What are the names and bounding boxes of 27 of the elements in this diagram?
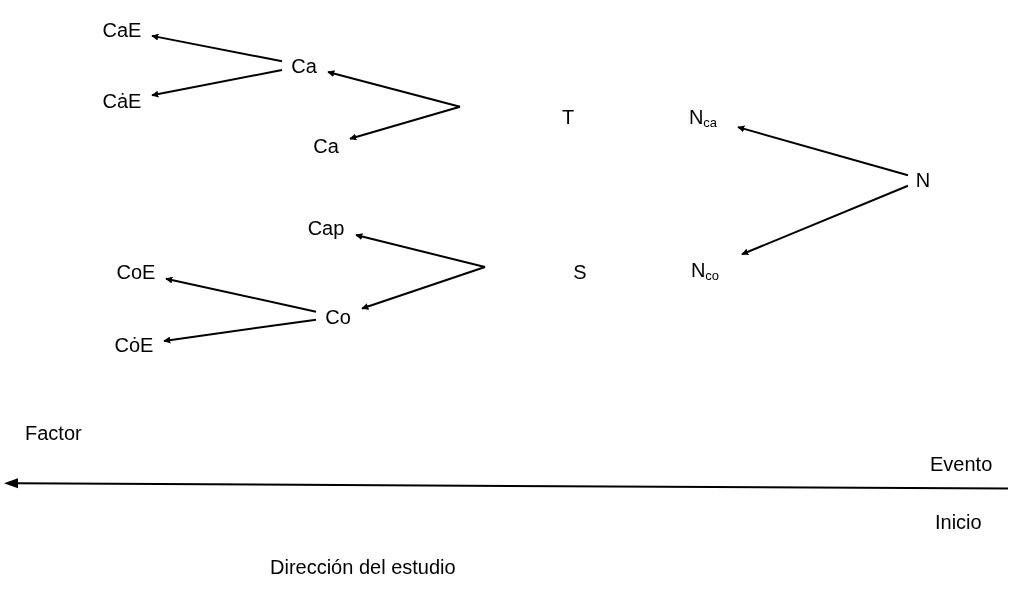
node-label: CȯE (114, 333, 154, 359)
arrow (151, 33, 283, 63)
arrow (361, 266, 486, 310)
node-label: Co (325, 304, 351, 330)
node-label: CaE (102, 18, 142, 43)
node-label: CȧE (102, 89, 142, 115)
arrow (737, 125, 909, 177)
arrow (327, 70, 461, 108)
arrow (151, 68, 283, 98)
node-label: CoE (116, 260, 156, 286)
text-label: Evento (930, 452, 993, 478)
arrow (165, 276, 317, 313)
node-label: S (573, 260, 587, 286)
node-label: T (561, 105, 575, 131)
node-label: Cap (307, 215, 345, 241)
text-label: Inicio (935, 510, 982, 536)
node-label: N$_{ca}$ (688, 105, 718, 133)
text-label: Dirección del estudio (270, 554, 456, 580)
node-label: N (915, 167, 931, 193)
arrow (741, 184, 909, 256)
text-label: Factor (25, 421, 82, 447)
node-label: Ca (313, 133, 339, 159)
arrow (349, 105, 461, 141)
arrow (355, 233, 486, 268)
node-label: Ca (291, 53, 317, 79)
node-label: N$_{co}$ (690, 257, 720, 285)
arrow (163, 318, 317, 344)
